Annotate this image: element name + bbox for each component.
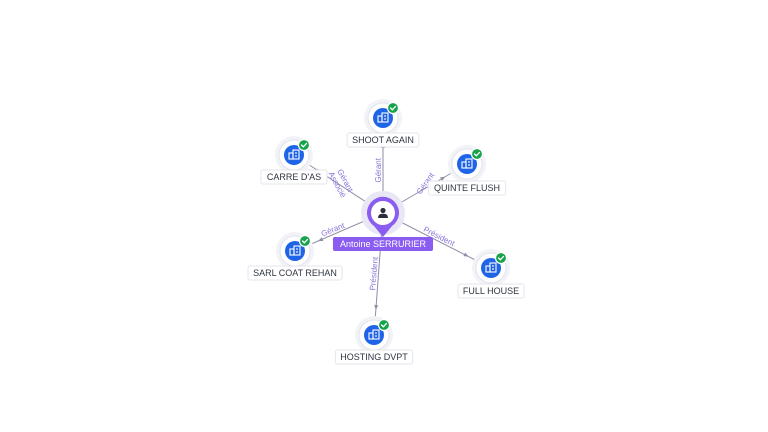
- center-node[interactable]: Antoine SERRURIER: [332, 191, 434, 251]
- company-node[interactable]: [448, 145, 486, 183]
- label-background: [260, 169, 328, 185]
- company-name: CARRE D'AS: [267, 172, 321, 182]
- edge-arrow: [374, 304, 379, 311]
- center-name-label[interactable]: Antoine SERRURIER: [332, 237, 434, 251]
- label-background: [457, 283, 525, 299]
- edge-role-label: GérantAssocié: [327, 166, 356, 200]
- person-icon: [378, 207, 388, 218]
- edge-role-label: Gérant: [320, 221, 347, 239]
- label-background: [346, 132, 420, 148]
- company-name: FULL HOUSE: [463, 286, 519, 296]
- check-icon: [494, 251, 508, 265]
- check-icon: [470, 147, 484, 161]
- label-background: [427, 180, 507, 196]
- company-name: QUINTE FLUSH: [434, 183, 500, 193]
- company-name: SARL COAT REHAN: [253, 268, 337, 278]
- company-name-label[interactable]: QUINTE FLUSH: [427, 180, 507, 196]
- edge-arrow: [317, 237, 324, 242]
- check-icon: [386, 101, 400, 115]
- edge-role-text: Gérant: [320, 221, 347, 239]
- building-icon: [377, 112, 389, 123]
- edge-role-label: Président: [368, 256, 380, 291]
- person-name: Antoine SERRURIER: [340, 239, 427, 249]
- nodes-layer: SHOOT AGAIN QUINTE FLUSH FULL HOUSE HOSTING…: [247, 99, 525, 365]
- building-icon: [288, 149, 300, 160]
- company-name-label[interactable]: SARL COAT REHAN: [247, 265, 343, 281]
- building-icon: [289, 245, 301, 256]
- center-label-background: [332, 237, 434, 251]
- edge-role-text: Gérant: [374, 157, 383, 182]
- edge-arrow: [440, 176, 446, 181]
- company-node[interactable]: [276, 232, 314, 270]
- check-icon: [377, 318, 391, 332]
- label-background: [247, 265, 343, 281]
- company-node[interactable]: [275, 136, 313, 174]
- company-name-label[interactable]: SHOOT AGAIN: [346, 132, 420, 148]
- label-background: [334, 349, 414, 365]
- building-icon: [368, 329, 380, 340]
- company-name-label[interactable]: FULL HOUSE: [457, 283, 525, 299]
- check-icon: [298, 234, 312, 248]
- company-name-label[interactable]: HOSTING DVPT: [334, 349, 414, 365]
- company-name: SHOOT AGAIN: [352, 135, 414, 145]
- check-icon: [297, 138, 311, 152]
- edge-arrow: [463, 252, 469, 257]
- company-name: HOSTING DVPT: [340, 352, 408, 362]
- building-icon: [485, 262, 497, 273]
- company-node[interactable]: [472, 249, 510, 287]
- company-name-label[interactable]: CARRE D'AS: [260, 169, 328, 185]
- edge-role-text: Président: [368, 256, 380, 291]
- company-node[interactable]: [364, 99, 402, 137]
- edge-role-label: Gérant: [374, 157, 383, 182]
- building-icon: [461, 158, 473, 169]
- company-node[interactable]: [355, 316, 393, 354]
